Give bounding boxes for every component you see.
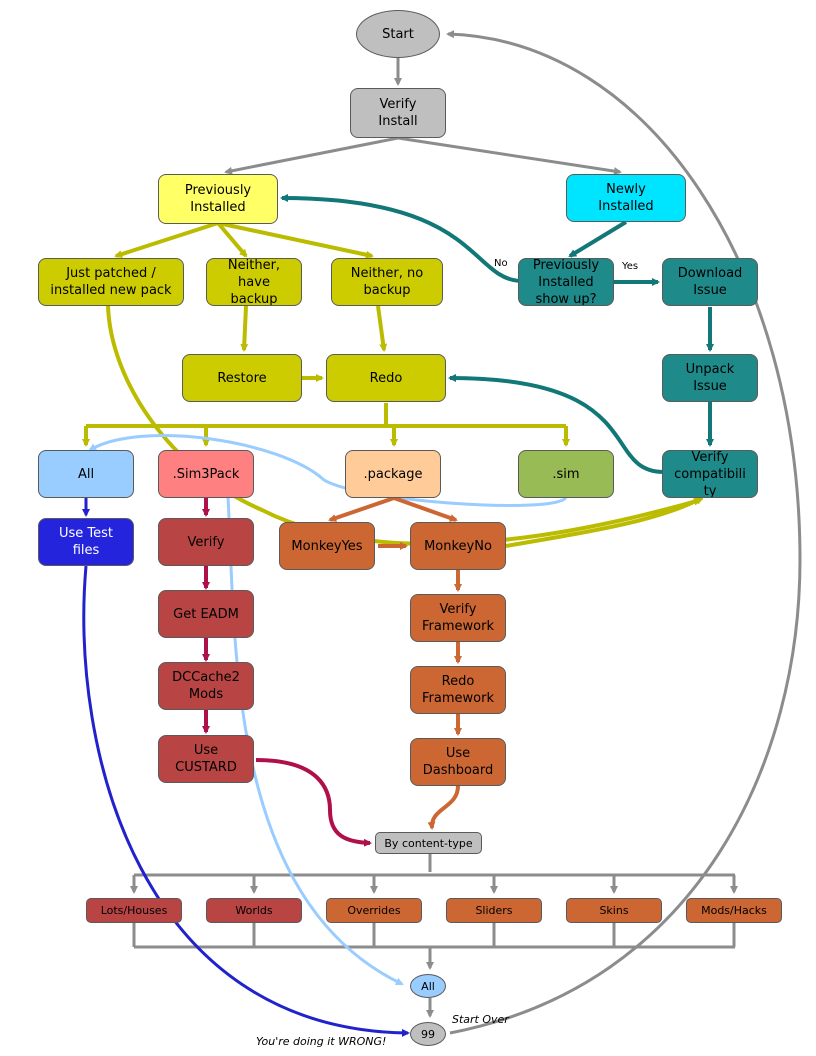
overrides-node[interactable]: Overrides bbox=[326, 898, 422, 923]
bus-bottom-rise bbox=[132, 923, 736, 947]
no-label: No bbox=[494, 258, 508, 269]
sliders-node[interactable]: Sliders bbox=[446, 898, 542, 923]
download-issue-node[interactable]: Download Issue bbox=[662, 258, 758, 306]
start-over-label: Start Over bbox=[452, 1013, 509, 1026]
neither-no-backup-node[interactable]: Neither, no backup bbox=[331, 258, 443, 306]
arrow-sim-loop-all bbox=[88, 434, 568, 507]
use-custard-node[interactable]: Use CUSTARD bbox=[158, 735, 254, 783]
sim3pack-node[interactable]: .Sim3Pack bbox=[158, 450, 254, 498]
arrow-newly-showup bbox=[568, 220, 628, 258]
get-eadm-node[interactable]: Get EADM bbox=[158, 590, 254, 638]
verify-framework-node[interactable]: Verify Framework bbox=[410, 594, 506, 642]
newly-installed-node[interactable]: Newly Installed bbox=[566, 174, 686, 222]
all-node[interactable]: All bbox=[38, 450, 134, 498]
verify-install-node[interactable]: Verify Install bbox=[350, 88, 446, 138]
verify-node[interactable]: Verify bbox=[158, 518, 254, 566]
redo-framework-node[interactable]: Redo Framework bbox=[410, 666, 506, 714]
sim-node[interactable]: .sim bbox=[518, 450, 614, 498]
redo-node[interactable]: Redo bbox=[326, 354, 446, 402]
previously-installed-node[interactable]: Previously Installed bbox=[158, 174, 278, 224]
arrow-prev-backup bbox=[216, 221, 248, 258]
arrow-nobackup-redo bbox=[376, 305, 388, 352]
ninety-nine-node[interactable]: 99 bbox=[410, 1022, 446, 1046]
previously-installed-show-up-node[interactable]: Previously Installed show up? bbox=[518, 258, 614, 306]
arrow-usetest-99 bbox=[82, 565, 410, 1037]
arrow-start-over bbox=[446, 30, 802, 1035]
skins-node[interactable]: Skins bbox=[566, 898, 662, 923]
arrow-backup-restore bbox=[240, 305, 249, 352]
arrow-dashboard-bycontent bbox=[427, 785, 460, 830]
doing-it-wrong-label: You're doing it WRONG! bbox=[256, 1035, 387, 1048]
arrow-prev-justpatched bbox=[114, 221, 219, 258]
package-node[interactable]: .package bbox=[345, 450, 441, 498]
use-test-files-node[interactable]: Use Test files bbox=[38, 518, 134, 566]
neither-have-backup-node[interactable]: Neither, have backup bbox=[206, 258, 302, 306]
arrow-package-monkeyno bbox=[393, 496, 458, 522]
unpack-issue-node[interactable]: Unpack Issue bbox=[662, 354, 758, 402]
arrow-prev-nobackup bbox=[217, 221, 374, 259]
all-end-node[interactable]: All bbox=[410, 974, 446, 998]
verify-compatibility-node[interactable]: Verify compatibili ty bbox=[662, 450, 758, 498]
start-node[interactable]: Start bbox=[356, 10, 440, 58]
arrow-showup-no bbox=[280, 194, 521, 283]
arrow-compat-redo bbox=[448, 374, 665, 474]
arrow-package-monkeyyes bbox=[328, 496, 395, 522]
yes-label: Yes bbox=[622, 261, 639, 272]
arrow-justpatched-compat bbox=[106, 304, 702, 546]
arrow-custard-bycontent bbox=[255, 758, 372, 847]
worlds-node[interactable]: Worlds bbox=[206, 898, 302, 923]
dccache2-mods-node[interactable]: DCCache2 Mods bbox=[158, 662, 254, 710]
restore-node[interactable]: Restore bbox=[182, 354, 302, 402]
mods-hacks-node[interactable]: Mods/Hacks bbox=[686, 898, 782, 923]
by-content-type-node[interactable]: By content-type bbox=[375, 832, 482, 854]
monkey-yes-node[interactable]: MonkeyYes bbox=[279, 522, 375, 570]
use-dashboard-node[interactable]: Use Dashboard bbox=[410, 738, 506, 786]
arrow-verify-newly bbox=[397, 136, 622, 176]
arrow-monkeyno-compat bbox=[505, 496, 704, 548]
lots-houses-node[interactable]: Lots/Houses bbox=[86, 898, 182, 923]
monkey-no-node[interactable]: MonkeyNo bbox=[410, 522, 506, 570]
just-patched-node[interactable]: Just patched / installed new pack bbox=[38, 258, 184, 306]
arrow-verify-previously bbox=[224, 136, 399, 175]
